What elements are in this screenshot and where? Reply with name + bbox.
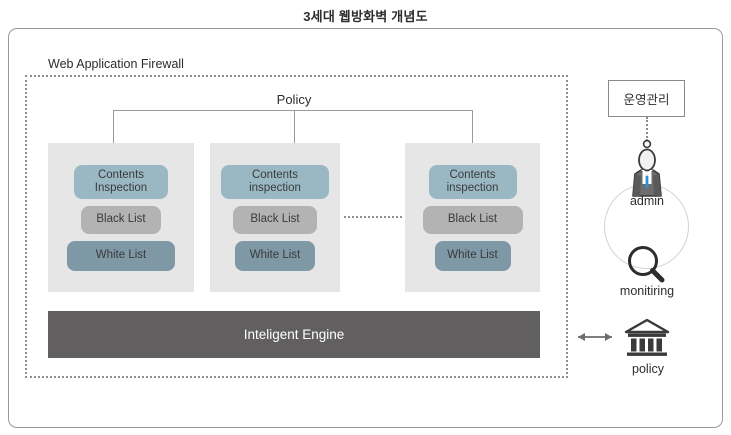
- double-arrow-icon: [578, 333, 612, 341]
- white-list-pill[interactable]: White List: [434, 240, 511, 271]
- policy-bracket-stem: [294, 110, 295, 143]
- white-list-pill[interactable]: White List: [67, 240, 175, 271]
- business-person-icon: [632, 140, 662, 197]
- waf-section-label: Web Application Firewall: [48, 57, 184, 71]
- contents-inspection-line2: Inspection: [94, 181, 148, 194]
- waf-column-1: Contents Inspection Black List White Lis…: [48, 143, 194, 292]
- contents-inspection-pill[interactable]: Contents inspection: [221, 164, 329, 199]
- policy-label: Policy: [232, 92, 356, 107]
- black-list-pill[interactable]: Black List: [81, 205, 161, 234]
- magnifier-icon: [628, 246, 665, 283]
- bank-building-icon: [624, 318, 670, 356]
- policy-bracket: [113, 110, 473, 144]
- waf-column-3: Contents inspection Black List White Lis…: [405, 143, 540, 292]
- ops-dotted-connector: [646, 117, 648, 141]
- monitoring-label: monitiring: [619, 284, 675, 298]
- contents-inspection-line2: inspection: [249, 181, 301, 194]
- contents-inspection-line1: Contents: [251, 168, 298, 181]
- contents-inspection-pill[interactable]: Contents Inspection: [74, 164, 168, 199]
- black-list-pill[interactable]: Black List: [233, 205, 317, 234]
- policy-label-right: policy: [632, 362, 664, 376]
- contents-inspection-pill[interactable]: Contents inspection: [428, 164, 517, 199]
- waf-column-2: Contents inspection Black List White Lis…: [210, 143, 340, 292]
- contents-inspection-line2: inspection: [446, 181, 499, 194]
- black-list-pill[interactable]: Black List: [422, 205, 523, 234]
- ops-management-box[interactable]: 운영관리: [608, 80, 685, 117]
- waf-dotted-region: [25, 75, 568, 378]
- contents-inspection-line1: Contents: [97, 168, 145, 181]
- intelligent-engine-bar: Inteligent Engine: [48, 311, 540, 358]
- page-title: 3세대 웹방화벽 개념도: [303, 9, 428, 24]
- column-dotted-connector: [344, 216, 402, 218]
- admin-label: admin: [629, 194, 665, 208]
- white-list-pill[interactable]: White List: [235, 240, 315, 271]
- contents-inspection-line1: Contents: [449, 168, 496, 181]
